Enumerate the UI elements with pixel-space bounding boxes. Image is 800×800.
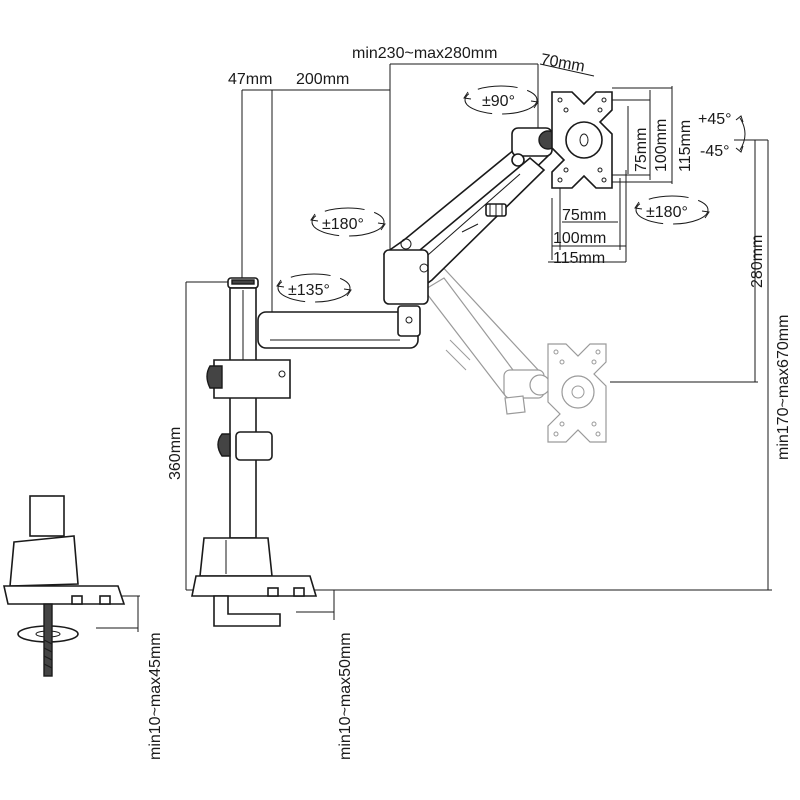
label-vesa-h-100: 100mm [553, 230, 606, 247]
ghost-arm-position [417, 261, 607, 443]
label-vesa-v-75: 75mm [633, 128, 650, 172]
label-clamp-range: min10~max45mm [147, 632, 164, 760]
rotation-badges: ±90° ±180° ±135° ±180° +45° [276, 85, 746, 303]
monitor-arm [191, 91, 613, 627]
tilt-indicator: +45° -45° [698, 111, 746, 160]
rotation-badge-90: ±90° [463, 85, 539, 115]
label-rot-135: ±135° [288, 282, 330, 299]
pole-cap-top [231, 279, 255, 285]
rotation-badge-180-plate: ±180° [634, 195, 710, 225]
base-housing [199, 537, 273, 577]
grommet-pole [29, 495, 65, 537]
label-vesa-v-115: 115mm [677, 120, 694, 172]
label-rot-180-arm: ±180° [322, 216, 364, 233]
label-rot-90: ±90° [482, 93, 515, 110]
grommet-base [3, 585, 126, 605]
cable-clip [235, 431, 273, 461]
base-plate [191, 575, 318, 597]
label-tilt-up: +45° [698, 111, 732, 128]
label-height-range: min170~max670mm [775, 315, 792, 460]
label-vesa-v-100: 100mm [653, 119, 670, 172]
label-arm-reach: min230~max280mm [352, 45, 497, 62]
pole-collar [213, 359, 291, 399]
arm-joint [383, 249, 429, 305]
label-tilt-down: -45° [700, 143, 730, 160]
rotation-badge-180-arm: ±180° [310, 207, 386, 237]
lower-arm [257, 311, 419, 349]
label-vesa-h-115: 115mm [553, 250, 605, 267]
label-arm-segment: 200mm [296, 71, 349, 88]
label-plate-offset: 70mm [539, 51, 586, 75]
desk-clamp [213, 595, 281, 627]
dimension-lines [96, 63, 772, 632]
grommet-bolt [43, 603, 53, 677]
label-vesa-h-75: 75mm [562, 207, 606, 224]
label-grommet-range: min10~max50mm [337, 632, 354, 760]
label-pole-height: 360mm [167, 427, 184, 480]
dimension-labels: min230~max280mm 70mm 47mm 200mm 360mm mi… [147, 45, 792, 760]
label-pole-offset: 47mm [228, 71, 272, 88]
rotation-badge-135: ±135° [276, 273, 352, 303]
label-height-travel: 280mm [749, 235, 766, 288]
label-rot-180-plate: ±180° [646, 204, 688, 221]
grommet-detail [3, 495, 126, 677]
vesa-plate [551, 91, 613, 189]
